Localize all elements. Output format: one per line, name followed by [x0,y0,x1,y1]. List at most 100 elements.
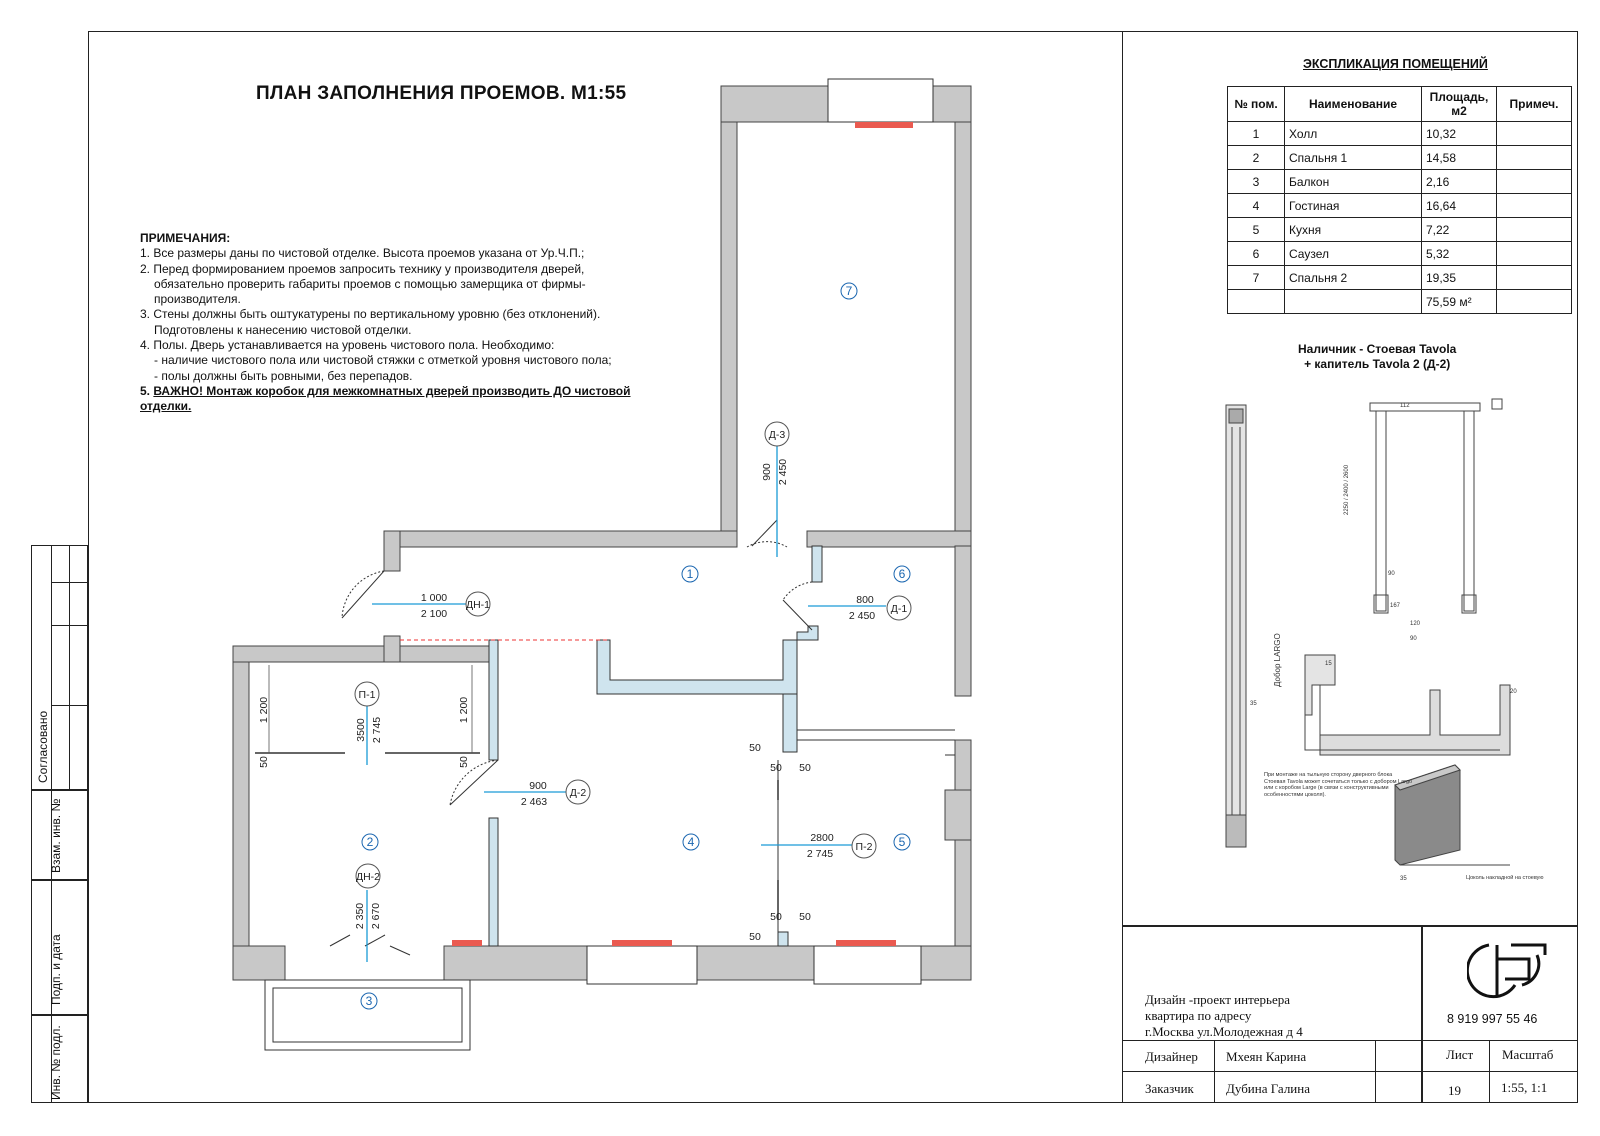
dim-text: 50 [749,742,761,754]
door-swing [341,570,385,619]
drawing-frame [88,31,1578,1103]
door-height: 2 463 [521,796,547,808]
wall [383,635,401,663]
project-line: Дизайн -проект интерьера [1145,992,1291,1007]
room-marker [682,833,700,851]
frame-top [1369,402,1481,412]
frame-jamb [1463,410,1475,612]
frame-foot [1461,594,1477,614]
inv-cell [31,1015,88,1103]
cell [1496,193,1572,218]
door-leaf [449,759,499,806]
scale-value: 1:55, 1:1 [1501,1080,1548,1095]
room-number: 3 [366,994,373,1008]
cell: Спальня 2 [1284,265,1422,290]
podp-cell [31,880,88,1015]
dim-label: 90 [1410,636,1417,642]
wall [720,85,738,532]
room-marker [893,833,911,851]
room-number: 7 [846,284,853,298]
room-number: 2 [367,835,374,849]
dim-label: 167 [1390,603,1401,609]
cell: 2 [1227,145,1285,170]
wall [954,85,972,547]
door-tag: ДН-1 [466,599,490,611]
window [827,78,934,123]
window [813,945,922,985]
dim-label: 120 [1410,621,1421,627]
door-width: 3500 [355,718,367,742]
wall [232,645,399,663]
cell [1496,169,1572,194]
strip-line [51,582,88,583]
note-line: 1. Все размеры даны по чистовой отделке.… [140,246,585,261]
wall [383,530,738,548]
strip-line [69,545,70,790]
cell: 75,59 м² [1421,289,1497,314]
door-height: 2 670 [370,903,382,929]
door-leaf [341,570,385,619]
frame-foot [1373,594,1389,614]
dim-label: 15 [1325,661,1332,667]
wall [443,945,588,981]
door-width: 900 [529,780,547,792]
dim-label: 2250 / 2400 / 2600 [1344,464,1350,515]
dim-text: 50 [749,931,761,943]
project-line: квартира по адресу [1145,1008,1252,1023]
room-number: 5 [899,835,906,849]
cell [1496,241,1572,266]
door-tag-ring [851,833,877,859]
dim-label: 112 [1400,403,1410,409]
door-swing [746,541,788,548]
partition [811,545,823,583]
door-height: 2 745 [807,848,833,860]
strip-line [51,625,88,626]
cell [1496,217,1572,242]
cell: 7,22 [1421,217,1497,242]
door-swing [782,581,813,601]
title-block: Дизайн -проект интерьера квартира по адр… [1122,925,1578,1103]
cell: 10,32 [1421,121,1497,146]
profile-outline [1304,715,1500,751]
door-leaf [751,519,778,547]
note-line: 4. Полы. Дверь устанавливается на уровен… [140,338,555,353]
phone-number: 8 919 997 55 46 [1447,1012,1538,1026]
sheet-label: Лист [1446,1047,1474,1062]
strip-line [51,545,52,1103]
casing-title-line: Наличник - Стоевая Tavola [1298,342,1457,356]
cell [1284,289,1422,314]
dim-text: 50 [258,756,270,768]
wall [232,945,286,981]
sheet-number: 19 [1448,1083,1461,1098]
cell: Саузел [1284,241,1422,266]
wall [383,530,401,572]
client-label: Заказчик [1145,1081,1194,1096]
strip-line [51,705,88,706]
wall [399,645,495,663]
plinth-top [1394,764,1461,791]
room-marker [681,565,699,583]
wall [696,945,815,981]
door-tag: Д-1 [891,603,908,615]
dim-text: 1 200 [458,697,470,723]
door-tag-ring [764,421,790,447]
pilaster [1225,404,1247,846]
door-tag-ring [354,681,380,707]
partition [488,817,499,947]
note-important-num: 5. [140,383,151,398]
dim-label: 20 [1510,689,1517,695]
cell: 3 [1227,169,1285,194]
explication-title: ЭКСПЛИКАЦИЯ ПОМЕЩЕНИЙ [1303,57,1488,71]
casing-note: При монтаже на тыльную сторону дверного … [1264,772,1413,798]
page-title: ПЛАН ЗАПОЛНЕНИЯ ПРОЕМОВ. М1:55 [256,83,627,104]
cell: 7 [1227,265,1285,290]
note-line: производителя. [154,292,241,307]
cell: 19,35 [1421,265,1497,290]
door-height: 2 450 [849,610,875,622]
dim-label: 35 [1400,876,1407,882]
note-line: Подготовлены к нанесению чистовой отделк… [154,322,412,337]
cell [1496,145,1572,170]
floor-plan: 1 2 3 4 5 6 7 ДН-1 1 000 2 100 Д-1 800 2… [232,78,972,1051]
